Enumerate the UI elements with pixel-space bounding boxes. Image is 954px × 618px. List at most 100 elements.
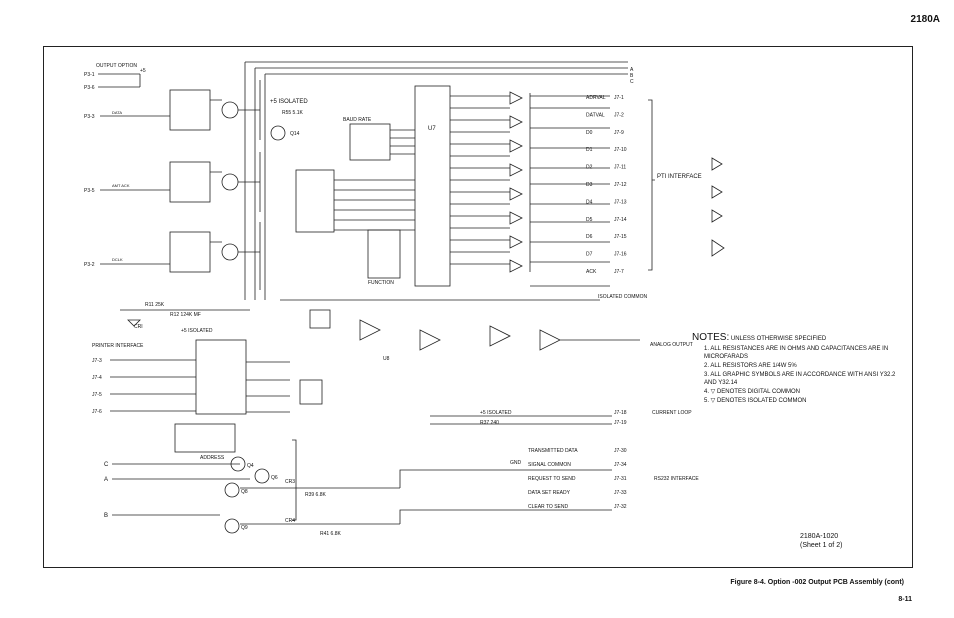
pti-buffers <box>450 91 531 273</box>
note-item: 1. ALL RESISTANCES ARE IN OHMS AND CAPAC… <box>704 346 889 360</box>
q8-label: Q8 <box>241 489 248 495</box>
cr3-label: CR3 <box>285 479 295 485</box>
left-bus-a: A <box>104 477 108 483</box>
optocoupler-stage-3: P3-2 DCLK <box>84 222 261 290</box>
cr4-label: CR4 <box>285 518 295 524</box>
rs232-signal-name: DATA SET READY <box>528 490 571 496</box>
rs232-signal-pin: J7-32 <box>614 504 627 510</box>
rs232-signal-pin: J7-34 <box>614 462 627 468</box>
q9-label: Q9 <box>241 525 248 531</box>
bus-c: C <box>630 79 634 85</box>
rs232-signal-name: SIGNAL COMMON <box>528 462 571 468</box>
left-bus-b: B <box>104 513 108 519</box>
pin-p3-2: P3-2 <box>84 262 95 268</box>
pin-p3-5: P3-5 <box>84 188 95 194</box>
bus-b: B <box>630 73 634 79</box>
signal-amt-ack: AMT ACK <box>112 183 130 188</box>
rs232-signal-name: TRANSMITTED DATA <box>528 448 578 454</box>
pti-signal-name: D2 <box>586 165 593 171</box>
printer-pin: J7-6 <box>92 409 102 415</box>
pti-signal-pin: J7-10 <box>614 147 627 153</box>
rs232-signal-name: REQUEST TO SEND <box>528 476 576 482</box>
plus5-label: +5 <box>140 68 146 74</box>
gnd-label: GND <box>510 460 522 466</box>
current-loop-name: +5 ISOLATED <box>480 410 512 416</box>
notes-title: NOTES: <box>692 332 730 343</box>
pti-signal-name: ACK <box>586 269 597 275</box>
pti-signal-name: DATVAL <box>586 112 605 118</box>
r39-label: R39 6.8K <box>305 492 327 498</box>
cri-label: CRI <box>134 324 143 330</box>
u7-label: U7 <box>428 126 436 132</box>
rs232-signal-pin: J7-30 <box>614 448 627 454</box>
function-label: FUNCTION <box>368 280 394 286</box>
printer-interface-label: PRINTER INTERFACE <box>92 343 144 349</box>
signal-data: DATA <box>112 110 122 115</box>
sheet-number: (Sheet 1 of 2) <box>800 542 843 549</box>
pti-signal-name: D4 <box>586 199 593 205</box>
figure-caption: Figure 8-4. Option -002 Output PCB Assem… <box>730 579 904 586</box>
isolated-common-label: ISOLATED COMMON <box>598 294 647 300</box>
pti-signal-pin: J7-14 <box>614 217 627 223</box>
current-loop-pin: J7-18 <box>614 410 627 416</box>
pin-p3-1: P3-1 <box>84 72 95 78</box>
baud-rate-label: BAUD RATE <box>343 117 372 123</box>
optocoupler-stage-2: P3-5 AMT ACK <box>84 152 261 212</box>
u7-chip <box>414 85 451 287</box>
note-item: 4. ▽ DENOTES DIGITAL COMMON <box>704 389 800 395</box>
plus5-isolated-mid-label: +5 ISOLATED <box>181 328 213 334</box>
page-id: 2180A <box>910 14 940 25</box>
pin-p3-6: P3-6 <box>84 85 95 91</box>
pti-signal-pin: J7-1 <box>614 95 624 101</box>
signal-dclk: DCLK <box>112 257 123 262</box>
pti-signal-pin: J7-13 <box>614 199 627 205</box>
r41-label: R41 6.8K <box>320 531 342 537</box>
rs232-signal-pin: J7-33 <box>614 490 627 496</box>
notes-subtitle: UNLESS OTHERWISE SPECIFIED <box>730 336 827 342</box>
note-item: 2. ALL RESISTORS ARE 1/4W 5% <box>704 363 797 369</box>
pti-signal-name: D7 <box>586 252 593 258</box>
optocoupler-stage-1: P3-3 DATA <box>84 80 261 140</box>
r55-label: R55 5.1K <box>282 110 304 116</box>
pin-p3-3: P3-3 <box>84 114 95 120</box>
pti-signal-name: D0 <box>586 130 593 136</box>
pti-signal-pin: J7-7 <box>614 269 624 275</box>
r12-label: R12 124K MF <box>170 312 201 318</box>
rs232-signal-pin: J7-31 <box>614 476 627 482</box>
rs232-signal-name: CLEAR TO SEND <box>528 504 568 510</box>
pti-interface-label: PTI INTERFACE <box>657 174 702 180</box>
printer-pin: J7-3 <box>92 358 102 364</box>
pti-signal-name: D3 <box>586 182 593 188</box>
pti-signal-name: D5 <box>586 217 593 223</box>
pti-signal-pin: J7-11 <box>614 165 626 171</box>
pti-signal-pin: J7-16 <box>614 252 627 258</box>
drawing-number-block: 2180A-1020 (Sheet 1 of 2) <box>800 532 842 550</box>
printer-pin: J7-4 <box>92 375 102 381</box>
plus5-isolated-label: +5 ISOLATED <box>270 99 308 105</box>
pti-signal-pin: J7-12 <box>614 182 627 188</box>
q14-label: Q14 <box>290 131 300 137</box>
analog-output-label: ANALOG OUTPUT <box>650 342 693 348</box>
notes-block: NOTES: UNLESS OTHERWISE SPECIFIED 1. ALL… <box>692 332 902 406</box>
page-number: 8-11 <box>898 596 912 603</box>
output-option-label: OUTPUT OPTION <box>96 63 137 69</box>
u8-label: U8 <box>383 356 390 362</box>
current-loop-label: CURRENT LOOP <box>652 410 692 416</box>
rs232-interface-label: RS232 INTERFACE <box>654 476 699 482</box>
pti-signal-pin: J7-2 <box>614 112 624 118</box>
address-label: ADDRESS <box>200 455 225 461</box>
pti-signal-name: ADRVAL <box>586 95 606 101</box>
q6-label: Q6 <box>271 475 278 481</box>
pti-signal-name: D1 <box>586 147 593 153</box>
drawing-frame <box>43 46 913 568</box>
pti-signal-pin: J7-9 <box>614 130 624 136</box>
printer-pin: J7-5 <box>92 392 102 398</box>
current-loop-name: R37 240 <box>480 420 499 426</box>
left-bus-c: C <box>104 462 109 468</box>
note-item: 3. ALL GRAPHIC SYMBOLS ARE IN ACCORDANCE… <box>704 372 896 386</box>
pti-signal-name: D6 <box>586 234 593 240</box>
note-item: 5. ▽ DENOTES ISOLATED COMMON <box>704 398 807 404</box>
r11-label: R11 25K <box>145 302 165 308</box>
bus-a: A <box>630 67 634 73</box>
